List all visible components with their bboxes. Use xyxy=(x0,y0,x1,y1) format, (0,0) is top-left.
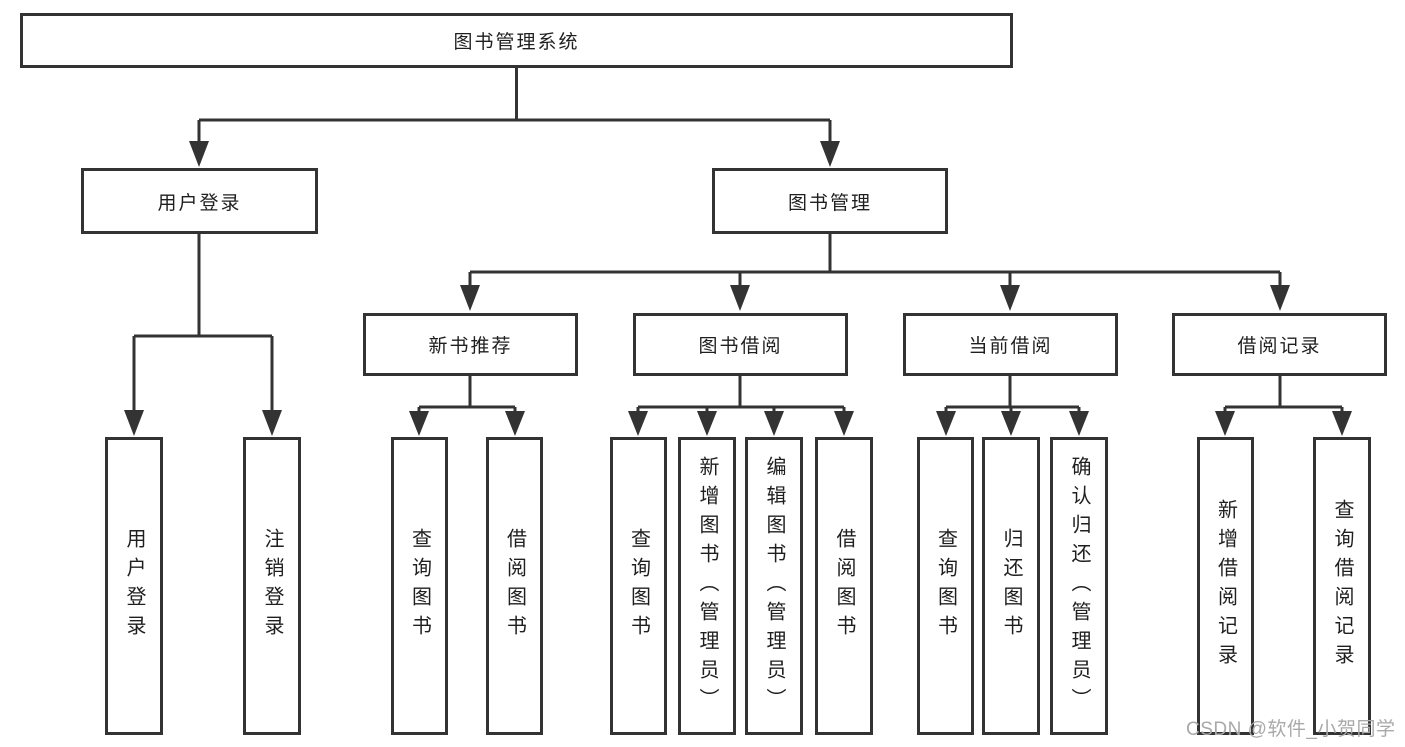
node-current-borrow: 当前借阅 xyxy=(903,313,1118,376)
node-label: 查询图书 xyxy=(627,528,650,644)
node-label: 新书推荐 xyxy=(428,336,513,357)
leaf-logout: 注销登录 xyxy=(243,437,301,735)
leaf-edit-book-admin: 编辑图书（管理员） xyxy=(745,437,803,735)
node-label: 确认归还（管理员） xyxy=(1068,455,1090,717)
connector-user-login-children xyxy=(124,234,282,436)
leaf-query-books-borrow: 查询图书 xyxy=(610,437,667,735)
leaf-borrow-books-recommend: 借阅图书 xyxy=(486,437,543,735)
node-label: 查询图书 xyxy=(408,528,431,644)
connector-book-management-children xyxy=(460,234,1290,311)
node-label: 当前借阅 xyxy=(968,336,1053,357)
node-label: 查询借阅记录 xyxy=(1331,499,1353,673)
node-label: 归还图书 xyxy=(1000,528,1022,644)
node-book-borrow: 图书借阅 xyxy=(633,313,848,376)
node-label: 注销登录 xyxy=(261,528,283,644)
csdn-watermark: CSDN @软件_小贺同学 xyxy=(1186,719,1396,740)
node-new-book-recommend: 新书推荐 xyxy=(363,313,578,376)
node-label: 借阅图书 xyxy=(833,528,855,644)
node-label: 用户登录 xyxy=(157,192,242,214)
leaf-borrow-book: 借阅图书 xyxy=(815,437,873,735)
leaf-return-book: 归还图书 xyxy=(982,437,1040,735)
node-label: 借阅记录 xyxy=(1237,336,1322,357)
leaf-add-borrow-record: 新增借阅记录 xyxy=(1197,437,1254,735)
node-label: 图书管理系统 xyxy=(453,32,580,53)
node-label: 图书管理 xyxy=(787,192,872,214)
connector-new-book-recommend-children xyxy=(409,376,525,436)
node-borrow-records: 借阅记录 xyxy=(1172,313,1387,376)
connector-borrow-records-children xyxy=(1215,376,1352,436)
node-label: 编辑图书（管理员） xyxy=(763,455,785,717)
connector-current-borrow-children xyxy=(936,376,1089,436)
connector-book-borrow-children xyxy=(628,376,854,436)
node-library-management-system: 图书管理系统 xyxy=(20,13,1013,68)
leaf-confirm-return-admin: 确认归还（管理员） xyxy=(1050,437,1108,735)
node-book-management: 图书管理 xyxy=(712,168,948,234)
node-label: 借阅图书 xyxy=(503,528,526,644)
node-label: 新增借阅记录 xyxy=(1214,499,1237,673)
leaf-user-login: 用户登录 xyxy=(105,437,163,735)
node-label: 新增图书（管理员） xyxy=(696,455,718,717)
node-label: 用户登录 xyxy=(123,528,145,644)
node-label: 查询图书 xyxy=(934,528,957,644)
leaf-add-book-admin: 新增图书（管理员） xyxy=(678,437,736,735)
leaf-query-books-recommend: 查询图书 xyxy=(391,437,448,735)
connector-root-to-level1 xyxy=(189,68,840,167)
leaf-query-borrow-record: 查询借阅记录 xyxy=(1313,437,1371,735)
leaf-query-books-current: 查询图书 xyxy=(917,437,974,735)
node-label: 图书借阅 xyxy=(698,336,783,357)
node-user-login: 用户登录 xyxy=(81,168,318,234)
